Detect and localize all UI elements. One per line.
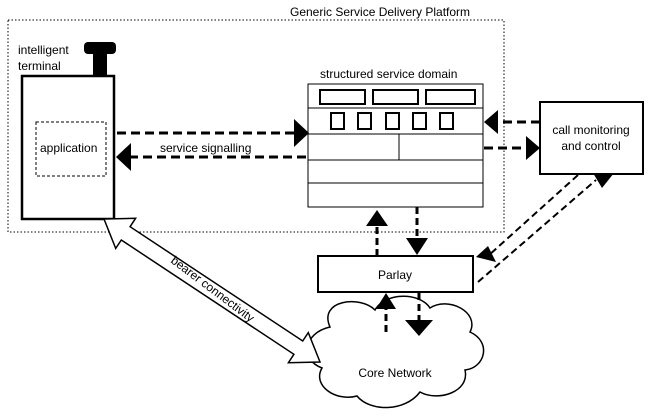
core-network-cloud: Core Network xyxy=(306,295,485,409)
structured-service-domain: structured service domain xyxy=(307,67,484,208)
application-label: application xyxy=(40,141,97,155)
domain-parlay-arrows xyxy=(366,207,428,256)
application-box xyxy=(35,121,107,177)
parlay-callcontrol-arrows xyxy=(476,173,614,283)
platform-boundary xyxy=(7,19,505,233)
terminal-body xyxy=(20,74,116,221)
terminal-antenna-stem-icon xyxy=(93,54,107,76)
domain-cell-1 xyxy=(330,112,345,130)
parlay-component: Parlay xyxy=(317,255,474,293)
signalling-label: service signalling xyxy=(160,141,251,155)
call-monitoring-control: call monitoring and control xyxy=(484,101,644,175)
domain-box xyxy=(307,83,484,208)
parlay-core-arrows xyxy=(376,293,433,336)
domain-cell-3 xyxy=(385,112,400,130)
call-control-box xyxy=(539,101,644,175)
domain-title: structured service domain xyxy=(320,67,457,81)
platform-title: Generic Service Delivery Platform xyxy=(290,5,470,19)
parlay-box xyxy=(317,255,474,293)
domain-slot-2 xyxy=(372,89,419,105)
core-network-shape xyxy=(306,295,485,409)
domain-cell-2 xyxy=(357,112,372,130)
call-control-label-line1: call monitoring xyxy=(552,123,629,137)
domain-slot-3 xyxy=(425,89,476,105)
core-network-label: Core Network xyxy=(358,366,432,380)
domain-cell-5 xyxy=(439,112,454,130)
domain-cell-4 xyxy=(412,112,427,130)
bearer-arrow-shape xyxy=(102,217,322,364)
domain-slot-1 xyxy=(319,89,366,105)
parlay-label: Parlay xyxy=(378,268,412,282)
terminal-label-line2: terminal xyxy=(18,59,61,73)
call-control-label-line2: and control xyxy=(561,139,620,153)
bearer-connectivity-arrow: bearer connectivity xyxy=(102,217,322,364)
terminal-antenna-top-icon xyxy=(84,42,116,54)
bearer-label: bearer connectivity xyxy=(168,253,257,325)
intelligent-terminal: intelligent terminal application xyxy=(18,42,116,221)
terminal-label-line1: intelligent xyxy=(18,43,69,57)
service-signalling-arrows: service signalling xyxy=(116,119,309,171)
